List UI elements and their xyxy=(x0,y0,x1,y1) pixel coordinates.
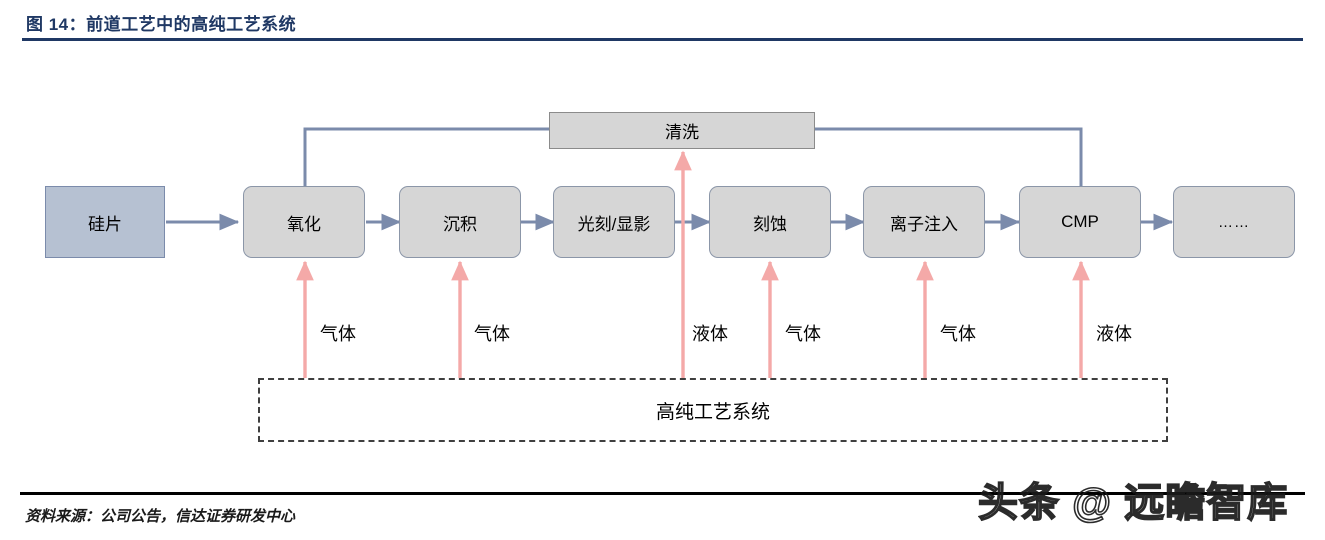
title-divider xyxy=(22,38,1303,41)
node-ion-implantation-label: 离子注入 xyxy=(890,214,958,234)
high-purity-system-label: 高纯工艺系统 xyxy=(655,401,770,423)
node-more-label: …… xyxy=(1218,213,1250,231)
node-oxidation[interactable]: 氧化 xyxy=(243,186,365,258)
footer-divider xyxy=(20,492,1305,495)
node-wafer[interactable]: 硅片 xyxy=(45,186,165,258)
supply-label-oxidation: 气体 xyxy=(320,324,356,344)
node-lithography[interactable]: 光刻/显影 xyxy=(553,186,675,258)
node-more[interactable]: …… xyxy=(1173,186,1295,258)
node-cmp[interactable]: CMP xyxy=(1019,186,1141,258)
supply-label-ion-implantation: 气体 xyxy=(940,324,976,344)
connector-layer xyxy=(166,127,1174,378)
source-note: 资料来源：公司公告，信达证券研发中心 xyxy=(25,509,296,525)
node-etching-label: 刻蚀 xyxy=(753,214,787,234)
supply-arrows xyxy=(296,150,1090,378)
node-wafer-label: 硅片 xyxy=(88,214,122,234)
supply-label-deposition: 气体 xyxy=(474,324,510,344)
high-purity-system-box[interactable]: 高纯工艺系统 xyxy=(258,378,1168,442)
node-lithography-label: 光刻/显影 xyxy=(577,214,651,234)
node-deposition-label: 沉积 xyxy=(443,214,477,234)
node-ion-implantation[interactable]: 离子注入 xyxy=(863,186,985,258)
node-clean-label: 清洗 xyxy=(665,123,699,142)
watermark-logo: 头条 @ 远瞻智库 xyxy=(977,480,1289,526)
node-clean[interactable]: 清洗 xyxy=(549,112,815,149)
node-etching[interactable]: 刻蚀 xyxy=(709,186,831,258)
supply-label-etching: 气体 xyxy=(785,324,821,344)
supply-label-clean: 液体 xyxy=(692,324,728,344)
node-cmp-label: CMP xyxy=(1061,212,1099,231)
supply-label-cmp: 液体 xyxy=(1096,324,1132,344)
node-oxidation-label: 氧化 xyxy=(287,214,321,234)
diagram-canvas: 清洗 硅片 氧化 沉积 光刻/显影 刻蚀 离子注入 CMP …… 气体 气体 xyxy=(45,112,1295,442)
node-deposition[interactable]: 沉积 xyxy=(399,186,521,258)
clean-loop-bracket xyxy=(303,127,1083,186)
page-title: 图 14：前道工艺中的高纯工艺系统 xyxy=(26,15,297,34)
